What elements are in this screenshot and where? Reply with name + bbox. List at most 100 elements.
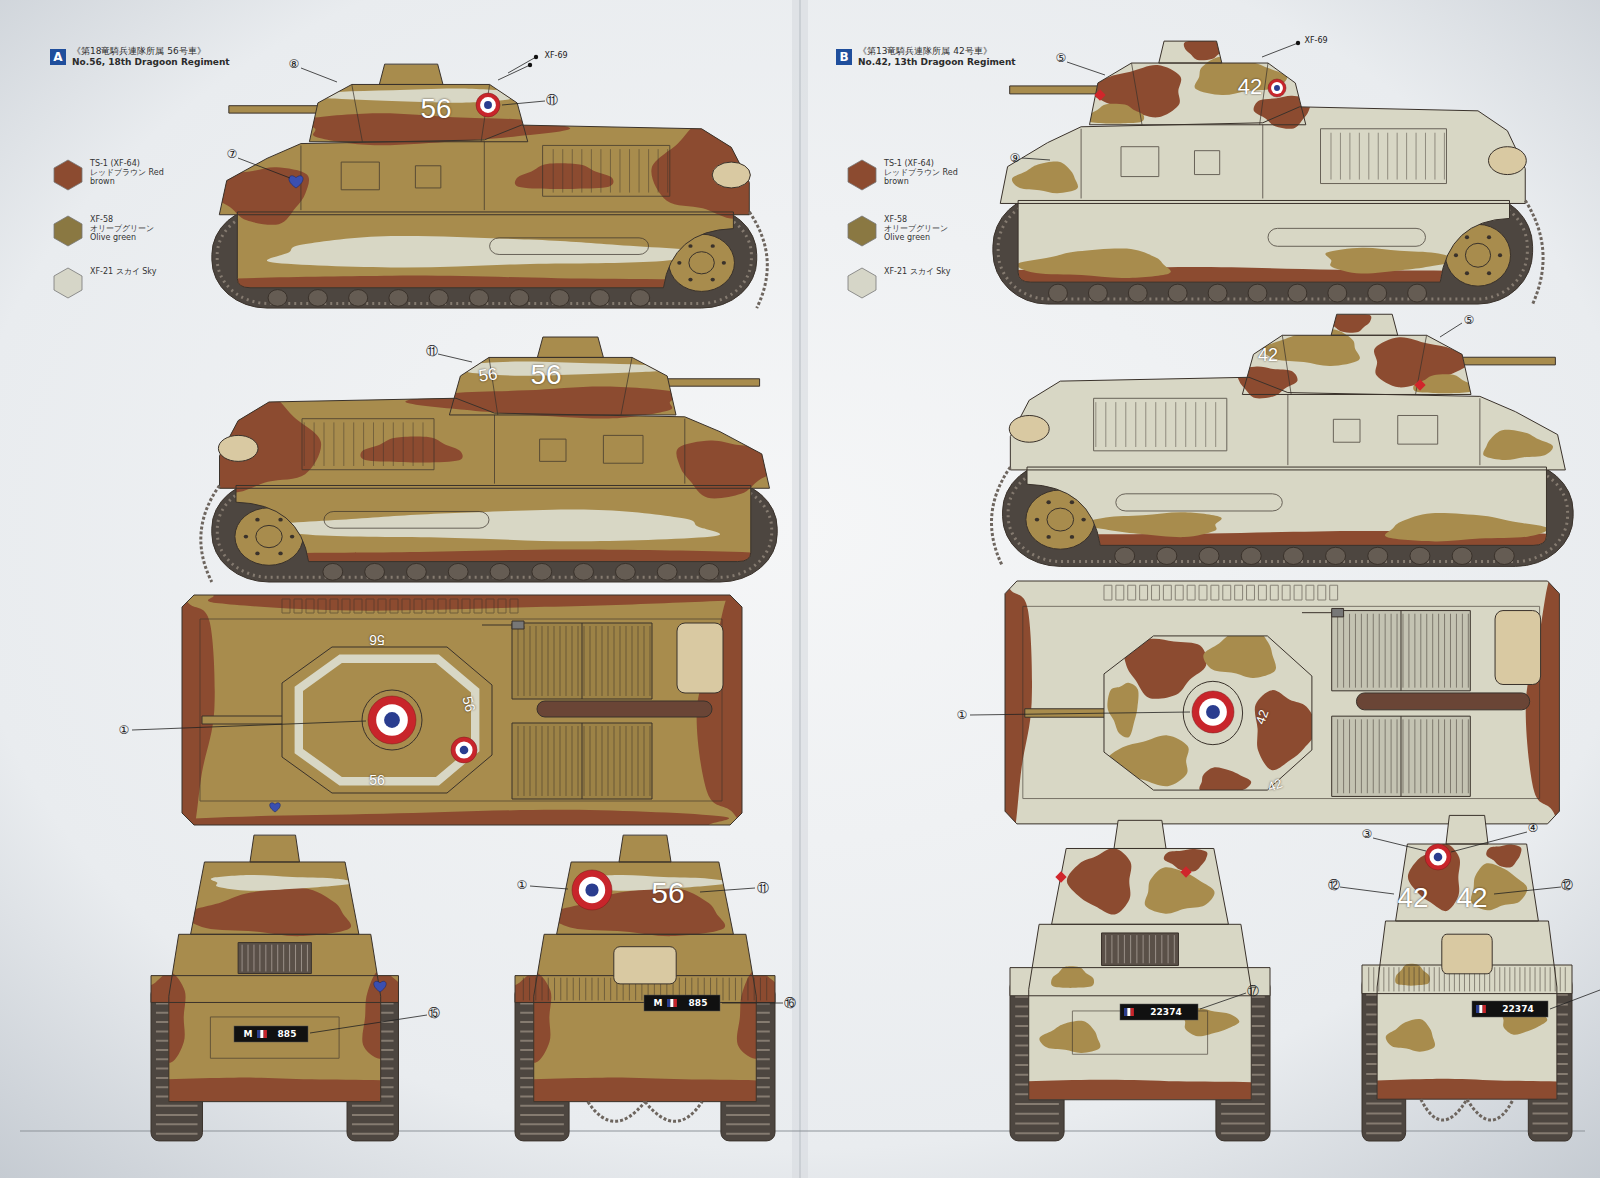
tank-artwork bbox=[1046, 535, 1050, 539]
tank-artwork bbox=[608, 626, 609, 696]
tank-artwork bbox=[523, 978, 524, 1001]
tank-artwork bbox=[512, 623, 652, 699]
tank-artwork bbox=[1116, 585, 1124, 600]
tank-artwork bbox=[1420, 614, 1421, 688]
tank-artwork bbox=[1175, 402, 1176, 447]
tank-artwork bbox=[1325, 313, 1372, 332]
tank-artwork bbox=[374, 981, 386, 992]
tank-artwork bbox=[942, 531, 1600, 589]
legend-entry: TS-1 (XF-64) レッドブラウン Red brown bbox=[846, 159, 958, 191]
tank-artwork bbox=[550, 290, 569, 307]
tank-artwork bbox=[1296, 41, 1300, 45]
tank-artwork bbox=[741, 978, 742, 1001]
tank-artwork bbox=[572, 626, 573, 696]
tank-artwork bbox=[542, 626, 543, 696]
tank-artwork bbox=[650, 726, 651, 796]
tank-artwork bbox=[1397, 133, 1398, 180]
tank-artwork bbox=[1429, 848, 1446, 865]
tank-artwork bbox=[480, 97, 496, 113]
tank-artwork bbox=[1462, 357, 1555, 365]
tank-artwork bbox=[1454, 253, 1458, 257]
tank-artwork bbox=[256, 525, 282, 547]
callout-number: ① bbox=[517, 879, 528, 891]
tank-artwork bbox=[1143, 935, 1144, 963]
tank-artwork bbox=[572, 149, 573, 192]
tank-artwork bbox=[1125, 402, 1126, 447]
tank-artwork bbox=[1425, 133, 1426, 180]
tank-artwork bbox=[1373, 719, 1374, 793]
tank-artwork bbox=[1494, 547, 1514, 564]
tank-artwork bbox=[1183, 681, 1242, 744]
tank-artwork bbox=[1017, 248, 1171, 278]
tank-artwork bbox=[639, 149, 640, 192]
tank-artwork bbox=[1421, 1099, 1467, 1120]
tank-artwork bbox=[1328, 284, 1347, 302]
tank-artwork bbox=[1349, 719, 1350, 793]
marking-number: 56 bbox=[651, 878, 684, 908]
tank-artwork bbox=[1157, 547, 1177, 564]
legend-entry: XF-58 オリーブグリーン Olive green bbox=[52, 215, 164, 247]
tank-artwork bbox=[1039, 1021, 1100, 1053]
callout-number: ⑧ bbox=[289, 58, 300, 70]
tank-artwork bbox=[1027, 467, 1546, 545]
tank-artwork bbox=[1438, 719, 1439, 793]
tank-artwork bbox=[585, 883, 598, 896]
tank-artwork bbox=[366, 599, 374, 613]
tank-artwork bbox=[236, 485, 751, 561]
tank-artwork bbox=[590, 290, 609, 307]
tank-artwork bbox=[1005, 581, 1559, 824]
tank-artwork bbox=[1533, 1132, 1568, 1134]
tank-artwork bbox=[271, 945, 272, 972]
tank-artwork bbox=[1373, 838, 1426, 851]
tank-artwork bbox=[610, 978, 611, 1001]
tank-artwork bbox=[1397, 719, 1398, 793]
tank-artwork bbox=[1367, 614, 1368, 688]
callout-number: ⑪ bbox=[546, 94, 558, 106]
tank-artwork bbox=[295, 945, 296, 972]
tank-artwork bbox=[290, 535, 294, 539]
tank-artwork bbox=[1366, 1122, 1401, 1124]
tank-artwork bbox=[1467, 1099, 1513, 1120]
tank-artwork bbox=[378, 599, 386, 613]
marking-number: 42 bbox=[1238, 76, 1262, 98]
tank-artwork bbox=[379, 64, 443, 84]
page-rule bbox=[20, 1131, 1585, 1132]
tank-artwork bbox=[255, 552, 259, 556]
tank-artwork bbox=[229, 106, 318, 113]
tank-artwork bbox=[620, 626, 621, 696]
tank-artwork bbox=[543, 145, 670, 196]
tank-artwork bbox=[581, 149, 582, 192]
tank-artwork bbox=[363, 422, 364, 466]
plate-text: M bbox=[654, 999, 663, 1008]
tank-artwork bbox=[1361, 719, 1362, 793]
legend-entry: TS-1 (XF-64) レッドブラウン Red brown bbox=[52, 159, 164, 191]
tank-artwork bbox=[1377, 921, 1557, 1099]
tank-artwork bbox=[1465, 271, 1469, 275]
tank-artwork bbox=[540, 439, 566, 461]
tank-artwork bbox=[255, 518, 259, 522]
plate-text: 885 bbox=[689, 999, 708, 1008]
tank-artwork bbox=[1168, 284, 1187, 302]
tank-artwork bbox=[566, 626, 567, 696]
tank-artwork bbox=[1451, 832, 1527, 852]
tank-artwork bbox=[1268, 79, 1286, 97]
tank-artwork bbox=[1410, 547, 1430, 564]
tank-artwork bbox=[760, 978, 761, 1001]
tank-artwork bbox=[309, 84, 527, 141]
paint-swatch bbox=[846, 215, 878, 247]
tank-artwork bbox=[1159, 41, 1222, 63]
tank-artwork bbox=[449, 357, 676, 415]
tank-artwork bbox=[180, 276, 803, 332]
tank-artwork bbox=[368, 696, 416, 744]
tank-artwork bbox=[574, 563, 594, 580]
tank-artwork bbox=[1452, 547, 1472, 564]
tank-artwork bbox=[314, 422, 315, 466]
tank-artwork bbox=[1373, 967, 1374, 991]
tank-artwork bbox=[304, 422, 305, 466]
tank-artwork bbox=[1434, 967, 1435, 991]
tank-artwork bbox=[648, 149, 649, 192]
variant-letter: B bbox=[836, 49, 852, 65]
tank-artwork bbox=[700, 888, 755, 892]
tank-artwork bbox=[1472, 1001, 1548, 1017]
